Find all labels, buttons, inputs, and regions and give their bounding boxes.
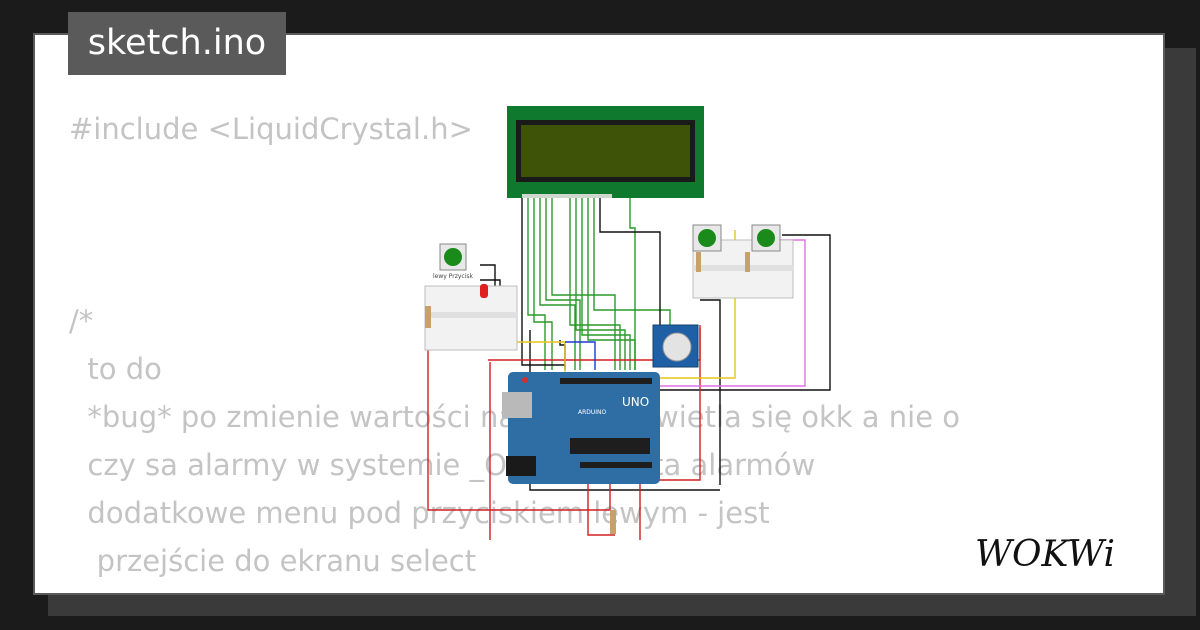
code-line: /*	[69, 304, 94, 338]
pushbutton-right-1	[692, 224, 722, 252]
code-line: #include <LiquidCrystal.h>	[69, 112, 473, 146]
arduino-uno: UNO ARDUINO	[502, 372, 660, 484]
wokwi-logo-text: WOKWi	[975, 534, 1115, 575]
led-red	[480, 284, 488, 298]
lcd-display	[507, 106, 704, 198]
arduino-brand: ARDUINO	[578, 409, 607, 416]
code-line: przejście do ekranu select	[69, 544, 477, 578]
code-line: to do	[69, 352, 162, 386]
code-line: ... edycja ... kolejki ...	[69, 585, 960, 593]
code-line: dodatkowe menu pod przyciskiem lewym - j…	[69, 496, 770, 530]
resistors	[425, 252, 750, 534]
wokwi-logo: WOKWi	[975, 534, 1115, 575]
pushbutton-left: lewy Przycisk	[433, 243, 474, 280]
pushbutton-right-2	[751, 224, 781, 252]
potentiometer	[652, 324, 699, 368]
breadboard-left	[424, 285, 518, 351]
arduino-label: UNO	[622, 395, 649, 409]
circuit-diagram: lewy Przycisk UNO ARDUINO	[424, 106, 831, 540]
button-left-label: lewy Przycisk	[433, 273, 473, 280]
file-tab: sketch.ino	[68, 12, 286, 75]
